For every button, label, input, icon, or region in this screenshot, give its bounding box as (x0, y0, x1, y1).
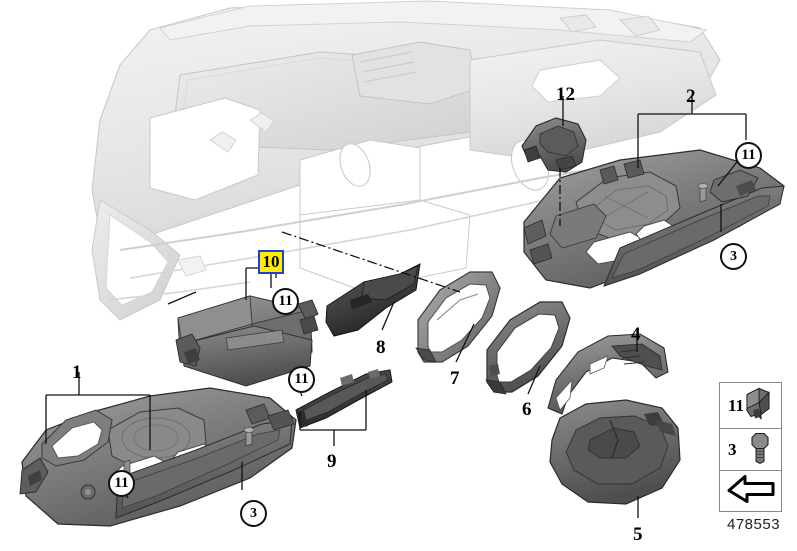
part-8-lower-trim (325, 263, 421, 337)
circled-callout-3-panel-left: 3 (240, 500, 267, 527)
callout-label-8: 8 (376, 337, 386, 358)
callout-label-7: 7 (450, 368, 460, 389)
highlighted-callout-10[interactable]: 10 (258, 250, 284, 274)
legend-row-3: 3 (720, 429, 781, 471)
callout-label-12: 12 (556, 84, 575, 105)
legend-row-arrow (720, 471, 781, 513)
clip-icon (741, 384, 775, 427)
diagram-id-number: 478553 (727, 516, 781, 533)
callout-label-4: 4 (631, 324, 641, 345)
legend-box: 11 3 (719, 382, 782, 512)
part-1-driver-lower-panel (19, 387, 297, 527)
circled-callout-11-glovebox: 11 (272, 288, 299, 315)
circled-callout-3-panel-right: 3 (720, 243, 747, 270)
arrow-block-icon (725, 475, 777, 510)
callout-label-1: 1 (72, 362, 82, 383)
callout-label-6: 6 (522, 399, 532, 420)
callout-label-2: 2 (686, 86, 696, 107)
part-12-bracket (521, 117, 587, 173)
callout-label-5: 5 (633, 524, 643, 545)
legend-label-3: 3 (728, 439, 737, 459)
dashboard-ghost-assembly (91, 0, 721, 321)
part-7-cluster-ring (415, 271, 501, 363)
legend-row-11: 11 (720, 383, 781, 429)
part-9-trim-strip (295, 369, 393, 429)
circled-callout-11-trim-strip: 11 (288, 366, 315, 393)
bolt-icon (745, 429, 775, 470)
part-6-cluster-ring (485, 301, 571, 395)
circled-callout-11-panel-left: 11 (108, 470, 135, 497)
callout-label-9: 9 (327, 451, 337, 472)
legend-label-11: 11 (728, 395, 745, 415)
circled-callout-11-panel-right: 11 (735, 142, 762, 169)
leader-lines (45, 96, 747, 518)
part-10-glove-box (175, 295, 319, 387)
part-4-upper-column-shroud (547, 333, 669, 415)
part-5-lower-column-shroud (549, 399, 681, 505)
